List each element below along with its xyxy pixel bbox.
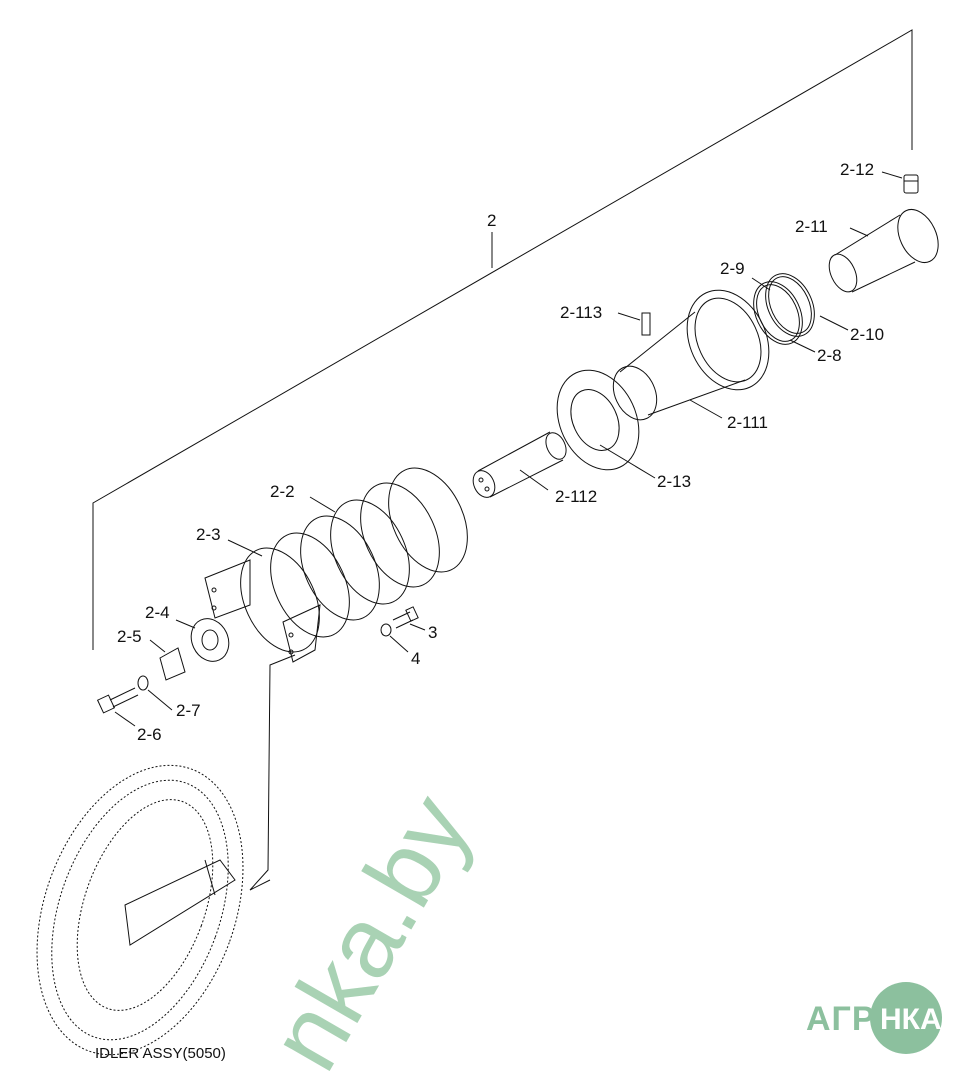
- part-2-12-bolt: [903, 174, 919, 194]
- idler-bracket: [124, 859, 236, 946]
- label-2-2: 2-2: [270, 482, 295, 501]
- label-2-9: 2-9: [720, 259, 745, 278]
- label-2-7: 2-7: [176, 701, 201, 720]
- part-2-4-nut: [190, 618, 230, 662]
- label-2: 2: [487, 211, 497, 230]
- part-2-9-ring: [765, 273, 815, 337]
- label-2-5: 2-5: [117, 627, 142, 646]
- label-2-12: 2-12: [840, 160, 875, 179]
- part-2-8-ring: [753, 281, 803, 345]
- label-2-4: 2-4: [145, 603, 170, 622]
- part-2-111-bracket: [612, 289, 770, 421]
- part-2-3-block: [204, 559, 321, 663]
- label-2-8: 2-8: [817, 346, 842, 365]
- label-2-3: 2-3: [196, 525, 221, 544]
- part-2-13-washer: [556, 369, 640, 471]
- part-2-113-pin: [641, 312, 651, 336]
- label-2-111: 2-111: [727, 413, 768, 432]
- part-2-6-bolt: [96, 687, 139, 714]
- part-3-bolt: [392, 606, 419, 629]
- label-2-10: 2-10: [850, 325, 885, 344]
- part-2-2-spring: [240, 467, 468, 653]
- part-2-5-plate: [159, 647, 186, 681]
- part-2-7-washer: [137, 675, 149, 691]
- label-2-13: 2-13: [657, 472, 692, 491]
- label-4: 4: [411, 649, 421, 668]
- label-3: 3: [428, 623, 438, 642]
- part-2-11-pin: [828, 209, 939, 293]
- label-2-6: 2-6: [137, 725, 162, 744]
- label-2-113: 2-113: [560, 303, 603, 322]
- label-2-112: 2-112: [555, 487, 598, 506]
- part-4-washer: [380, 623, 392, 637]
- diagram-title: IDLER ASSY(5050): [95, 1045, 226, 1062]
- part-2-112-rod: [472, 431, 567, 498]
- idler-wheel: [36, 764, 244, 1056]
- label-2-11: 2-11: [795, 217, 828, 236]
- assembly-leader-line: [92, 29, 913, 650]
